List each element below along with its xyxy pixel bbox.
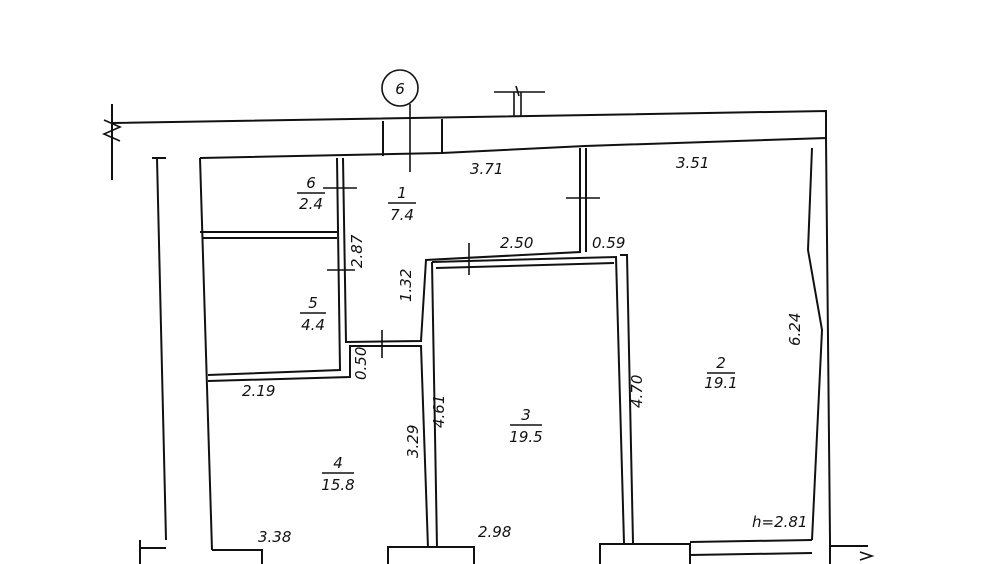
- room-number: 3: [521, 406, 531, 424]
- room-area: 2.4: [299, 195, 323, 213]
- room-area: 7.4: [390, 206, 414, 224]
- balcony-marker: [494, 85, 545, 116]
- room-area: 19.1: [704, 374, 737, 392]
- dim-room2-right: 6.24: [786, 313, 804, 346]
- dim-passage: 0.59: [592, 234, 625, 252]
- room-area: 19.5: [509, 428, 542, 446]
- exterior-walls: [102, 104, 875, 564]
- interior-walls: [199, 148, 813, 564]
- dim-room3-top: 2.50: [500, 234, 533, 252]
- room-5: 5 4.4: [300, 294, 326, 334]
- room-number: 5: [308, 294, 318, 312]
- dim-hall-side: 1.32: [397, 269, 415, 302]
- room-area: 15.8: [321, 476, 354, 494]
- dim-room2-left: 4.70: [628, 375, 646, 408]
- dim-room3-bottom: 2.98: [478, 523, 511, 541]
- room-1: 1 7.4: [388, 184, 416, 224]
- door-marks: [323, 104, 600, 358]
- dim-small-gap: 0.50: [352, 347, 370, 380]
- dim-room3-left: 4.61: [430, 395, 448, 428]
- room-3: 3 19.5: [509, 406, 542, 446]
- dim-room1-width: 3.71: [470, 160, 503, 178]
- dim-room4-bottom: 3.38: [258, 528, 291, 546]
- room-area: 4.4: [301, 316, 325, 334]
- room-2: 2 19.1: [704, 354, 737, 392]
- dim-room2-width: 3.51: [676, 154, 709, 172]
- dim-room4-right: 3.29: [404, 425, 422, 458]
- dim-room4-top: 2.19: [242, 382, 275, 400]
- room-4: 4 15.8: [321, 454, 354, 494]
- room-number: 4: [333, 454, 343, 472]
- dim-room5-side: 2.87: [348, 234, 366, 268]
- axis-marker: 6: [381, 69, 419, 107]
- room-6: 6 2.4: [297, 174, 325, 213]
- axis-marker-label: 6: [395, 80, 405, 98]
- entrance-door: [382, 119, 443, 156]
- room-number: 6: [306, 174, 316, 192]
- room-number: 2: [716, 354, 726, 372]
- room-number: 1: [397, 184, 407, 202]
- dimension-labels: 3.71 3.51 2.50 0.59 2.87 1.32 0.50 2.19 …: [242, 154, 807, 546]
- ceiling-height: h=2.81: [752, 513, 807, 531]
